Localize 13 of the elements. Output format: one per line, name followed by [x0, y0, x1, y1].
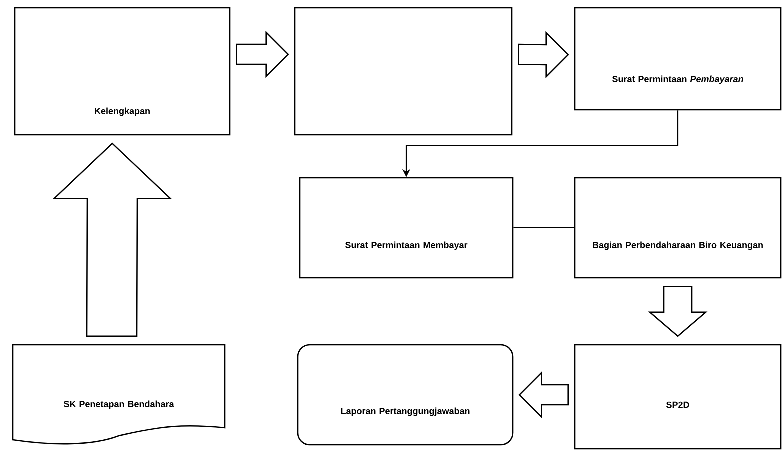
process-box: SP2D	[574, 344, 782, 450]
block-arrow	[236, 30, 290, 78]
process-box	[294, 7, 513, 136]
process-box: Surat Permintaan Pembayaran	[574, 7, 782, 111]
process-box: Surat Permintaan Membayar	[299, 177, 514, 279]
process-box: Bagian Perbendaharaan Biro Keuangan	[574, 177, 782, 279]
terminal-box: Laporan Pertanggungjawaban	[297, 344, 514, 446]
block-arrow	[518, 371, 569, 419]
process-box: Kelengkapan	[14, 7, 231, 136]
block-arrow	[648, 286, 708, 338]
block-arrow	[52, 142, 172, 337]
connector-line	[514, 227, 574, 229]
block-arrow	[518, 31, 570, 79]
